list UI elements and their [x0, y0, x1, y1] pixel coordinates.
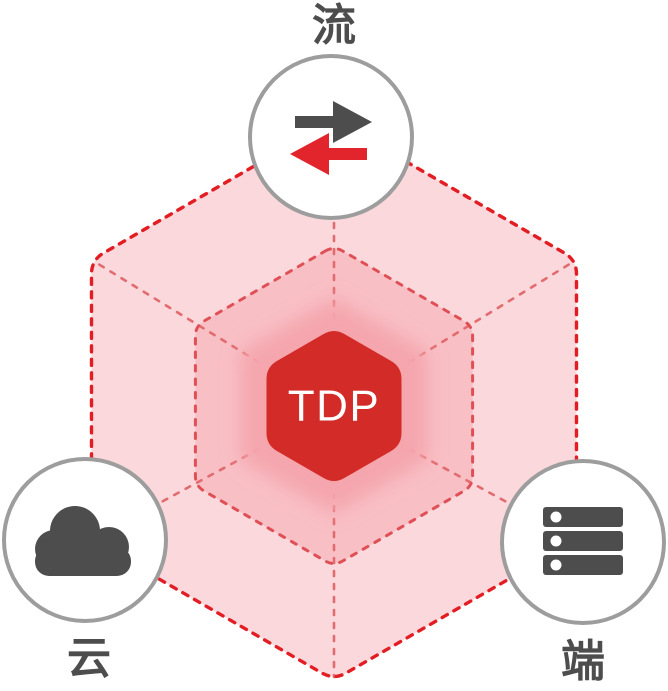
- spoke-upper-left: [93, 260, 272, 371]
- transfer-arrows-icon: [290, 101, 372, 175]
- inner-hexagon-border: [193, 247, 475, 565]
- node-endpoint: [500, 459, 666, 625]
- cloud-icon: [35, 506, 131, 576]
- arrow-right-gray: [295, 101, 372, 143]
- node-endpoint-label: 端: [561, 637, 605, 686]
- node-flow: [248, 54, 414, 220]
- core-label: TDP: [288, 382, 381, 431]
- server-icon: [543, 507, 623, 575]
- core-hexagon: [266, 331, 402, 481]
- arrow-left-red: [290, 133, 367, 175]
- outer-hexagon-border: [89, 121, 579, 679]
- node-cloud-label: 云: [67, 634, 111, 683]
- node-cloud: [2, 457, 168, 623]
- spoke-upper-right: [396, 260, 575, 371]
- node-flow-label: 流: [312, 1, 356, 50]
- node-flow-circle: [248, 54, 414, 220]
